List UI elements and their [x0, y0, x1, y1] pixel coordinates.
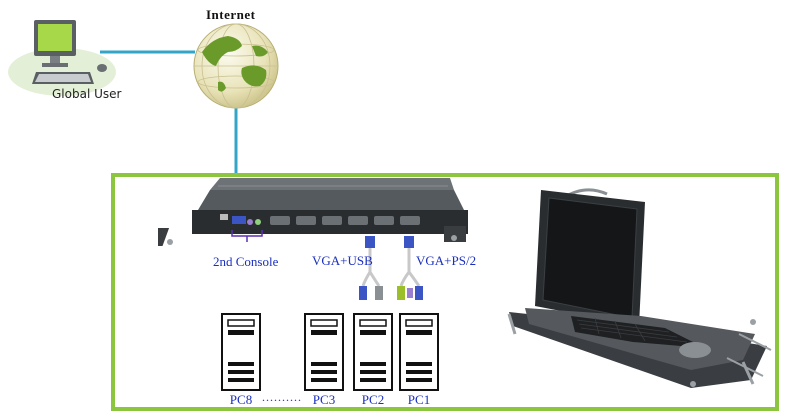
lcd-console-drawer — [507, 188, 772, 388]
kvm-cables — [359, 236, 423, 300]
pc-label: PC8 — [229, 392, 253, 407]
pc-tower-pc8 — [221, 313, 261, 391]
globe-icon — [193, 23, 279, 109]
pc-ellipsis: .......... — [262, 390, 302, 404]
kvm-switch-unit — [158, 178, 468, 246]
global-user-label: Global User — [52, 87, 122, 101]
pc-label: PC2 — [361, 392, 385, 407]
internet-label: Internet — [206, 7, 256, 22]
pc-tower-pc1 — [399, 313, 439, 391]
pc-tower-pc2 — [353, 313, 393, 391]
computer-icon — [8, 20, 116, 96]
second-console-label: 2nd Console — [213, 254, 279, 269]
kvm-system-frame — [111, 173, 779, 411]
pc-label: PC1 — [407, 392, 431, 407]
vga-usb-label: VGA+USB — [312, 253, 373, 268]
pc-label: PC3 — [312, 392, 336, 407]
vga-ps2-label: VGA+PS/2 — [416, 253, 477, 268]
global-user-computer — [4, 14, 124, 104]
pc-tower-pc3 — [304, 313, 344, 391]
